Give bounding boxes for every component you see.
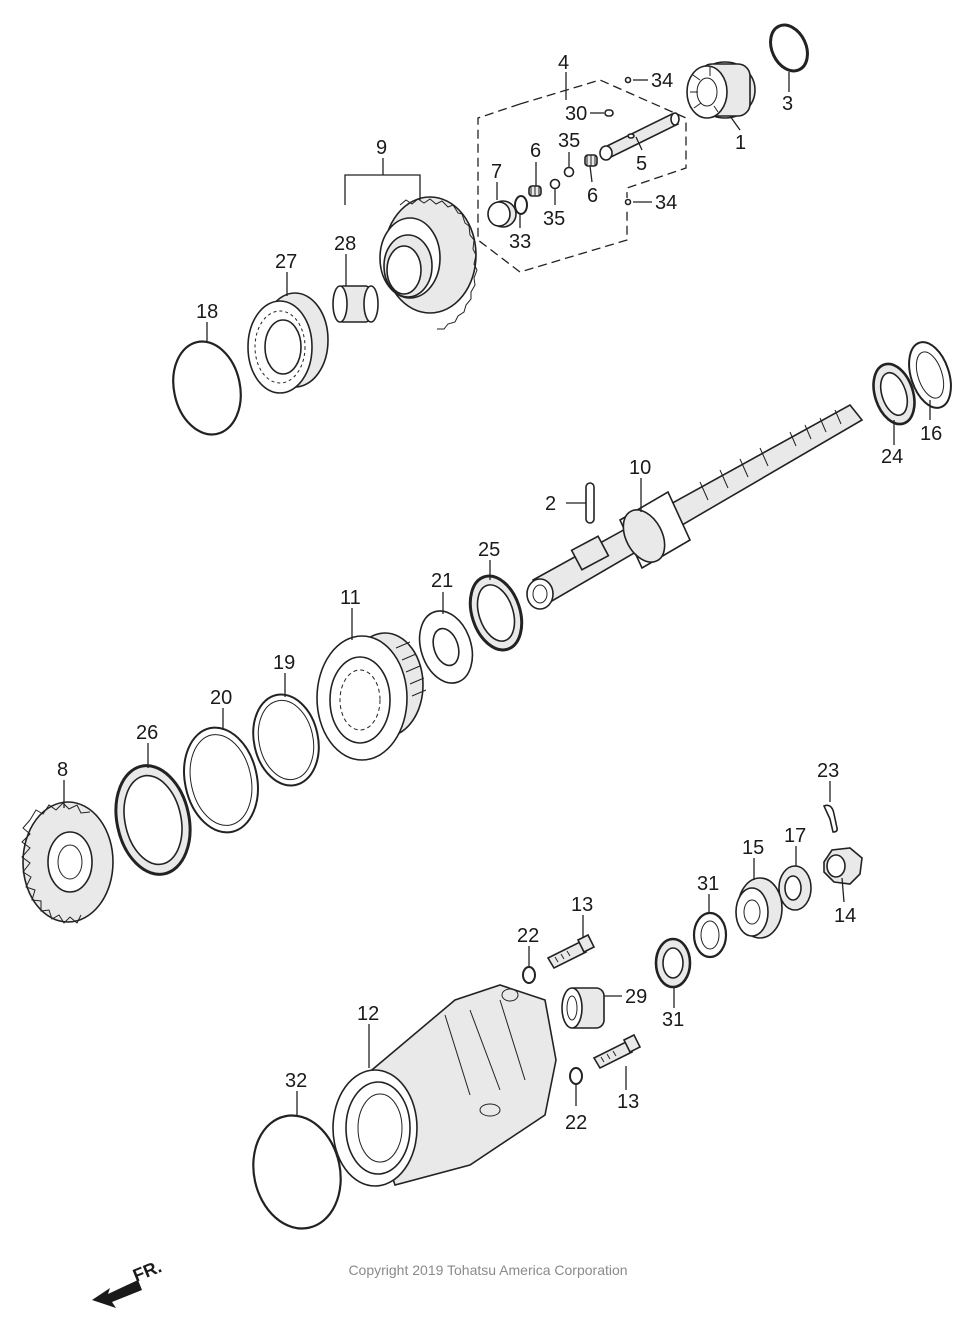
part-31-seal-a xyxy=(692,911,728,959)
part-13-bolt-b xyxy=(592,1033,642,1070)
part-22-washer-b xyxy=(569,1067,583,1085)
part-4-group-box xyxy=(477,79,687,273)
part-5-shaft xyxy=(599,112,680,161)
label-22-bottom: 22 xyxy=(565,1112,587,1134)
part-16-washer xyxy=(908,341,952,409)
label-22-top: 22 xyxy=(517,925,539,947)
part-33-ring xyxy=(514,195,528,215)
label-15: 15 xyxy=(742,837,764,859)
label-20: 20 xyxy=(210,687,232,709)
label-18: 18 xyxy=(196,301,218,323)
part-2-pin xyxy=(585,482,595,524)
label-31-top: 31 xyxy=(697,873,719,895)
label-24: 24 xyxy=(881,446,903,468)
part-29-needle-bearing xyxy=(561,987,605,1029)
label-5: 5 xyxy=(636,153,647,175)
label-11: 11 xyxy=(340,587,361,609)
part-9-gear xyxy=(379,196,478,330)
label-35-bottom: 35 xyxy=(543,208,565,230)
part-30-pin xyxy=(604,109,614,117)
part-34-ball-bottom xyxy=(624,198,632,206)
part-20-ring xyxy=(183,726,259,834)
label-34-top: 34 xyxy=(651,70,673,92)
part-35-ball-b xyxy=(549,178,561,190)
label-32: 32 xyxy=(285,1070,307,1092)
front-direction-arrow: FR. xyxy=(92,1256,164,1308)
label-17: 17 xyxy=(784,825,806,847)
part-14-nut xyxy=(823,847,863,885)
part-10-shaft xyxy=(526,403,864,610)
label-35-top: 35 xyxy=(558,130,580,152)
part-11-housing xyxy=(316,632,427,761)
label-4: 4 xyxy=(558,52,569,74)
label-16: 16 xyxy=(920,423,942,445)
part-12-carrier xyxy=(332,984,557,1187)
label-2: 2 xyxy=(545,493,556,515)
label-13-top: 13 xyxy=(571,894,593,916)
label-6-left: 6 xyxy=(530,140,541,162)
label-27: 27 xyxy=(275,251,297,273)
label-33: 33 xyxy=(509,231,531,253)
part-7-plunger xyxy=(487,200,517,228)
part-32-ring xyxy=(252,1114,342,1230)
label-6-right: 6 xyxy=(587,185,598,207)
label-26: 26 xyxy=(136,722,158,744)
part-13-bolt-a xyxy=(546,933,596,970)
part-34-ball-top xyxy=(624,76,632,84)
label-28: 28 xyxy=(334,233,356,255)
part-22-washer-a xyxy=(522,966,536,984)
label-25: 25 xyxy=(478,539,500,561)
label-31-bottom: 31 xyxy=(662,1009,684,1031)
label-29: 29 xyxy=(625,986,647,1008)
label-34-bottom: 34 xyxy=(655,192,677,214)
part-19-ring xyxy=(252,693,320,787)
part-6-spring-b xyxy=(584,154,598,167)
label-12: 12 xyxy=(357,1003,379,1025)
label-10: 10 xyxy=(629,457,651,479)
part-35-ball-a xyxy=(563,166,575,178)
label-21: 21 xyxy=(431,570,453,592)
part-23-cotter-pin xyxy=(822,804,838,833)
label-13-bottom: 13 xyxy=(617,1091,639,1113)
label-1: 1 xyxy=(735,132,746,154)
part-8-bevel-gear xyxy=(21,801,114,924)
arrow-icon xyxy=(92,1280,142,1308)
label-14: 14 xyxy=(834,905,856,927)
part-6-spring-a xyxy=(528,185,542,197)
label-23: 23 xyxy=(817,760,839,782)
label-8: 8 xyxy=(57,759,68,781)
label-3: 3 xyxy=(782,93,793,115)
part-18-ring xyxy=(172,340,242,436)
leader-lines xyxy=(63,72,931,1115)
part-labels: 3 1 4 34 30 35 6 5 7 6 34 35 33 9 28 27 … xyxy=(57,52,942,1134)
part-1-clutch xyxy=(686,61,756,119)
label-30: 30 xyxy=(565,103,587,125)
label-7: 7 xyxy=(491,161,502,183)
part-28-needle-bearing xyxy=(332,285,379,323)
part-27-bearing xyxy=(247,292,329,394)
label-19: 19 xyxy=(273,652,295,674)
label-9: 9 xyxy=(376,137,387,159)
front-label: FR. xyxy=(130,1256,164,1285)
copyright-notice: Copyright 2019 Tohatsu America Corporati… xyxy=(348,1262,628,1278)
part-3-ring xyxy=(769,23,809,73)
